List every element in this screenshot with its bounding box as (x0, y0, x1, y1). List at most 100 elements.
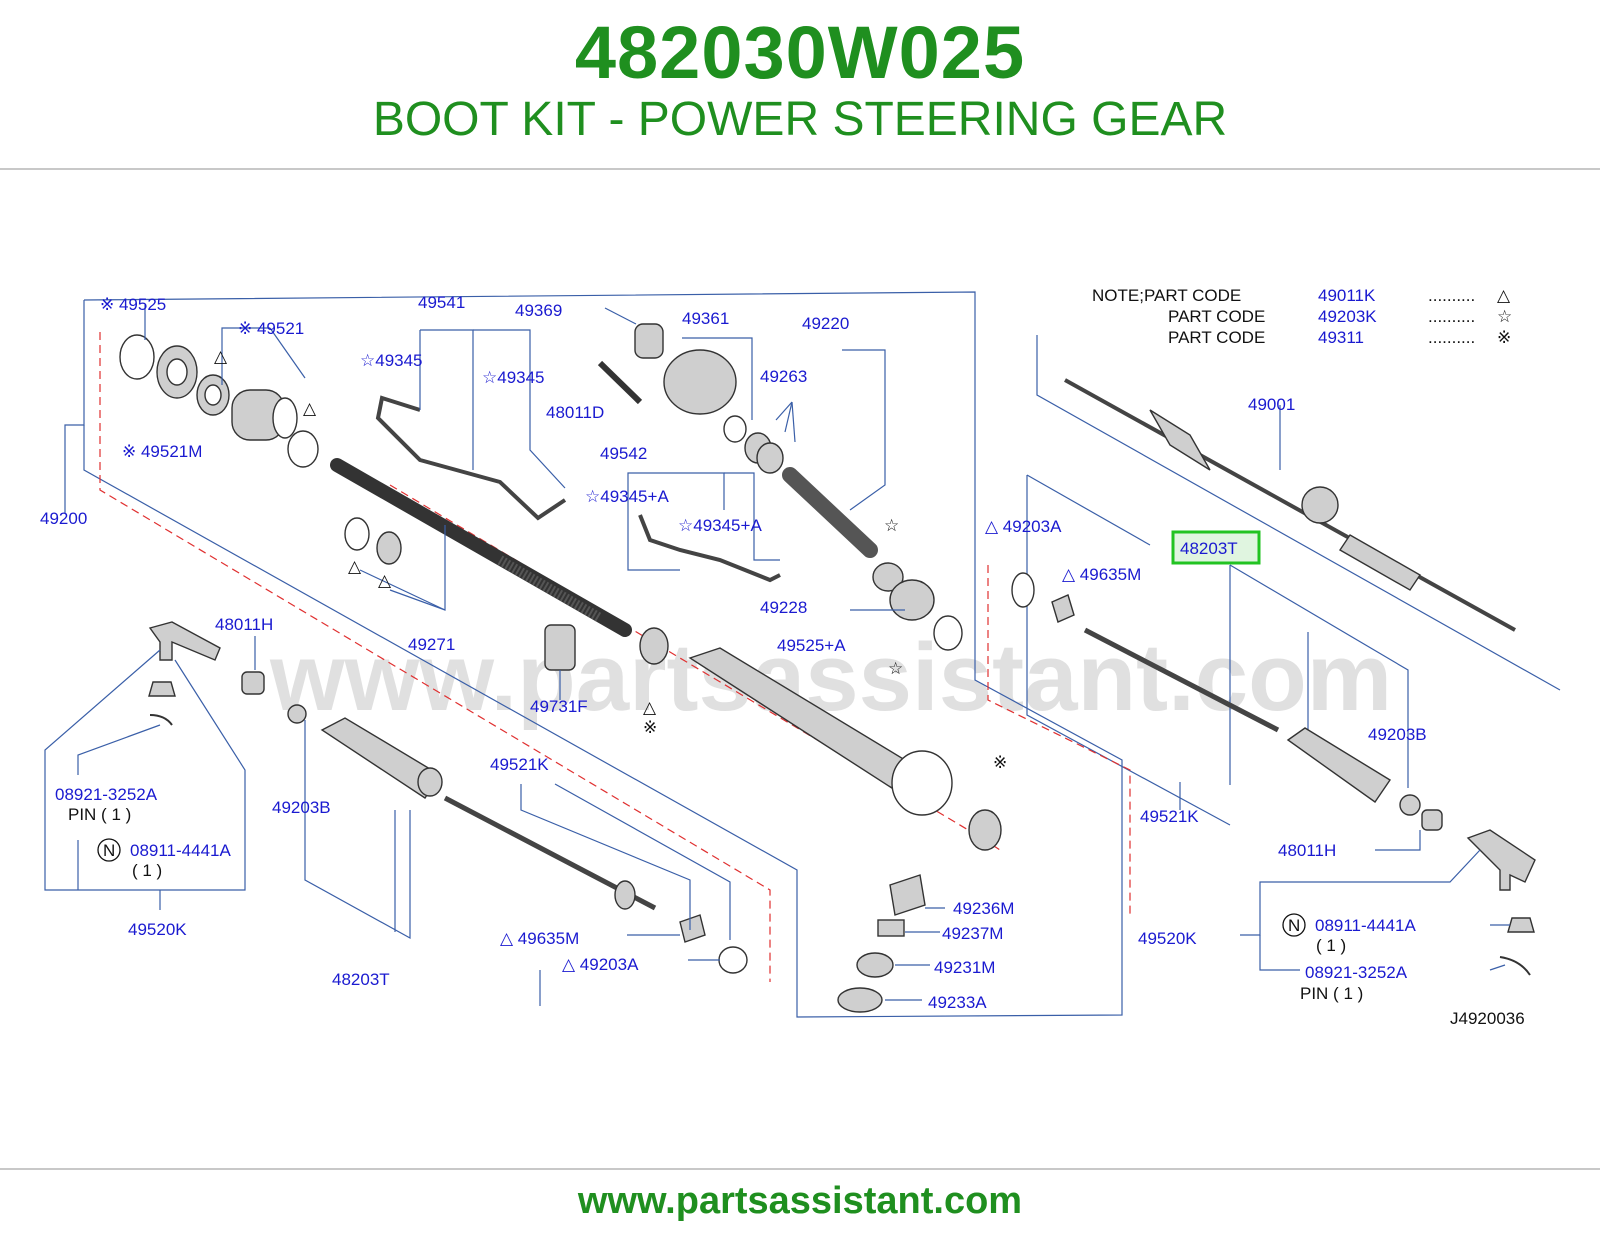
label-49345-a[interactable]: ☆49345 (360, 351, 423, 370)
diagram-id: J4920036 (1450, 1009, 1525, 1028)
bolt-48011D (597, 360, 643, 405)
label-49521K-right[interactable]: 49521K (1140, 807, 1199, 826)
label-49203B-left[interactable]: 49203B (272, 798, 331, 817)
label-49521[interactable]: ※ 49521 (238, 319, 304, 338)
leader-lines-left (44, 305, 945, 1006)
label-49200[interactable]: 49200 (40, 509, 87, 528)
part-labels: ※ 49525 ※ 49521 ※ 49521M 49200 49541 493… (40, 293, 1427, 1012)
rack-bar-49271 (330, 458, 632, 637)
footer-url[interactable]: www.partsassistant.com (577, 1180, 1023, 1222)
label-08911-right[interactable]: 08911-4441A (1315, 916, 1416, 935)
label-49731F[interactable]: 49731F (530, 697, 588, 716)
star-symbol: ☆ (1497, 307, 1512, 326)
label-49001[interactable]: 49001 (1248, 395, 1295, 414)
note-prefix-2: PART CODE (1168, 307, 1265, 326)
label-49521K-left[interactable]: 49521K (490, 755, 549, 774)
tie-rod-end-right (1466, 829, 1536, 891)
cotter-pin-left (149, 714, 173, 726)
label-49369[interactable]: 49369 (515, 301, 562, 320)
note-code-3[interactable]: 49311 (1318, 328, 1364, 347)
label-49233A[interactable]: 49233A (928, 993, 987, 1012)
triangle-symbol: △ (1497, 286, 1511, 305)
note-code-2[interactable]: 49203K (1318, 307, 1377, 326)
code-symbols: △ △ △ △ △ ☆ ☆ ※ ※ N N (97, 347, 1306, 937)
label-pin-left: PIN ( 1 ) (68, 805, 131, 824)
label-49236M[interactable]: 49236M (953, 899, 1014, 918)
n-circle-icon (1282, 913, 1306, 937)
header-divider (0, 168, 1600, 170)
pipe-49541 (375, 395, 567, 521)
label-49520K-left[interactable]: 49520K (128, 920, 187, 939)
label-49635M-left[interactable]: △ 49635M (500, 929, 579, 948)
label-08921-left[interactable]: 08921-3252A (55, 785, 158, 804)
label-49237M[interactable]: 49237M (942, 924, 1003, 943)
valve-housing-49361 (663, 349, 737, 415)
label-49525A[interactable]: 49525+A (777, 636, 846, 655)
svg-text:N: N (1288, 916, 1300, 935)
reference-mark-symbol: ※ (993, 753, 1007, 772)
label-49271[interactable]: 49271 (408, 635, 455, 654)
note-prefix-3: PART CODE (1168, 328, 1265, 347)
label-49542[interactable]: 49542 (600, 444, 647, 463)
label-49525[interactable]: ※ 49525 (100, 295, 166, 314)
right-assembly (987, 335, 1561, 976)
triangle-symbol: △ (643, 698, 657, 717)
pipe-49542 (638, 514, 781, 583)
label-49520K-right[interactable]: 49520K (1138, 929, 1197, 948)
highlight-box-48203T (1171, 530, 1261, 565)
label-48203T-left[interactable]: 48203T (332, 970, 390, 989)
svg-text:..........: .......... (1428, 328, 1475, 347)
label-08921-right[interactable]: 08921-3252A (1305, 963, 1408, 982)
label-48203T-right-highlighted[interactable]: 48203T (1180, 539, 1238, 558)
part-drawings-left (119, 323, 1002, 1013)
steering-gear-assembly-49001 (1064, 378, 1516, 632)
label-48011H-left[interactable]: 48011H (215, 615, 273, 634)
triangle-symbol: △ (378, 571, 392, 590)
label-49203A-left[interactable]: △ 49203A (562, 955, 639, 974)
cap-49369 (634, 323, 664, 359)
triangle-symbol: △ (214, 347, 228, 366)
n-circle-icon (97, 838, 121, 862)
part-number-title: 482030W025 (574, 11, 1026, 94)
label-48011H-right[interactable]: 48011H (1278, 841, 1336, 860)
star-symbol: ☆ (884, 516, 899, 535)
label-49231M[interactable]: 49231M (934, 958, 995, 977)
parts-diagram: www.partsassistant.com (40, 286, 1561, 1028)
note-code-1[interactable]: 49011K (1318, 286, 1376, 305)
label-49345A-2[interactable]: ☆49345+A (678, 516, 762, 535)
label-49361[interactable]: 49361 (682, 309, 729, 328)
label-49228[interactable]: 49228 (760, 598, 807, 617)
label-49521M[interactable]: ※ 49521M (122, 442, 202, 461)
label-pin-right: PIN ( 1 ) (1300, 984, 1363, 1003)
label-49345-b[interactable]: ☆49345 (482, 368, 545, 387)
svg-text:N: N (103, 841, 115, 860)
reference-mark-symbol: ※ (1497, 328, 1511, 347)
svg-text:..........: .......... (1428, 307, 1475, 326)
tie-rod-end-left (148, 621, 221, 661)
label-48011D[interactable]: 48011D (546, 403, 604, 422)
label-49203B-right[interactable]: 49203B (1368, 725, 1427, 744)
triangle-symbol: △ (303, 399, 317, 418)
boot-48203T-right (1286, 727, 1391, 803)
label-08911-left[interactable]: 08911-4441A (130, 841, 231, 860)
part-code-note: NOTE;PART CODE 49011K .......... △ PART … (1092, 286, 1512, 347)
label-49345A-1[interactable]: ☆49345+A (585, 487, 669, 506)
label-qty-right: ( 1 ) (1316, 936, 1346, 955)
nut-48011H-left (241, 671, 265, 695)
bushing-49731F (544, 624, 576, 671)
o-ring-49525 (119, 334, 155, 380)
triangle-symbol: △ (348, 557, 362, 576)
part-description: BOOT KIT - POWER STEERING GEAR (372, 93, 1228, 146)
reference-mark-symbol: ※ (643, 718, 657, 737)
label-49635M-right[interactable]: △ 49635M (1062, 565, 1141, 584)
label-49203A-right[interactable]: △ 49203A (985, 517, 1062, 536)
castle-nut-left (148, 681, 176, 697)
inner-tie-rod-right (1083, 627, 1280, 733)
label-49541[interactable]: 49541 (418, 293, 465, 312)
pinion-49220 (782, 467, 878, 558)
label-qty-left: ( 1 ) (132, 861, 162, 880)
page-header: 482030W025 BOOT KIT - POWER STEERING GEA… (0, 0, 1600, 168)
watermark-text: www.partsassistant.com (269, 624, 1392, 731)
label-49263[interactable]: 49263 (760, 367, 807, 386)
label-49220[interactable]: 49220 (802, 314, 849, 333)
